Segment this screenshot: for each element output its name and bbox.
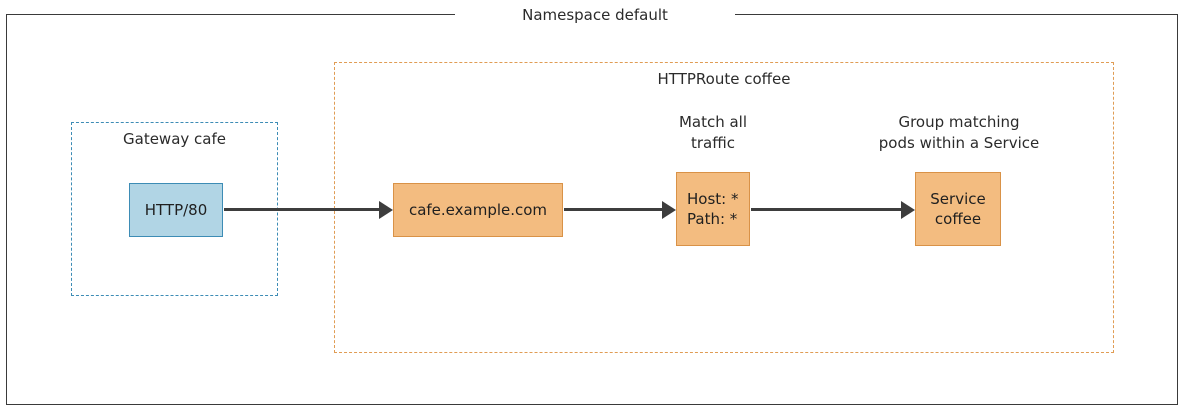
- node-hostname-label: cafe.example.com: [408, 201, 548, 219]
- connector-match-to-backend: [751, 208, 910, 211]
- node-backend-name: coffee: [934, 210, 982, 228]
- node-hostname[interactable]: cafe.example.com: [393, 183, 563, 237]
- node-match-host: Host: *: [687, 190, 739, 208]
- namespace-title: Namespace default: [455, 4, 735, 26]
- httproute-group-label: HTTPRoute coffee: [657, 70, 791, 88]
- caption-backend-line2: pods within a Service: [878, 134, 1040, 152]
- node-backend-service[interactable]: Service coffee: [915, 172, 1001, 246]
- node-listener-label: HTTP/80: [144, 201, 208, 219]
- node-listener-http80[interactable]: HTTP/80: [129, 183, 223, 237]
- httproute-group-box: [334, 62, 1114, 353]
- connector-hostname-to-match: [564, 208, 671, 211]
- arrowhead-icon: [901, 201, 915, 219]
- node-match-path: Path: *: [687, 210, 738, 228]
- caption-backend: Group matching pods within a Service: [866, 112, 1052, 154]
- arrowhead-icon: [662, 201, 676, 219]
- arrowhead-icon: [379, 201, 393, 219]
- caption-match-line2: traffic: [691, 134, 735, 152]
- node-backend-kind: Service: [930, 190, 986, 208]
- gateway-group-label: Gateway cafe: [123, 130, 226, 148]
- caption-backend-line1: Group matching: [898, 113, 1020, 131]
- caption-match-line1: Match all: [678, 113, 748, 131]
- connector-listener-to-hostname: [224, 208, 388, 211]
- node-match-rules[interactable]: Host: * Path: *: [676, 172, 750, 246]
- caption-match: Match all traffic: [643, 112, 783, 154]
